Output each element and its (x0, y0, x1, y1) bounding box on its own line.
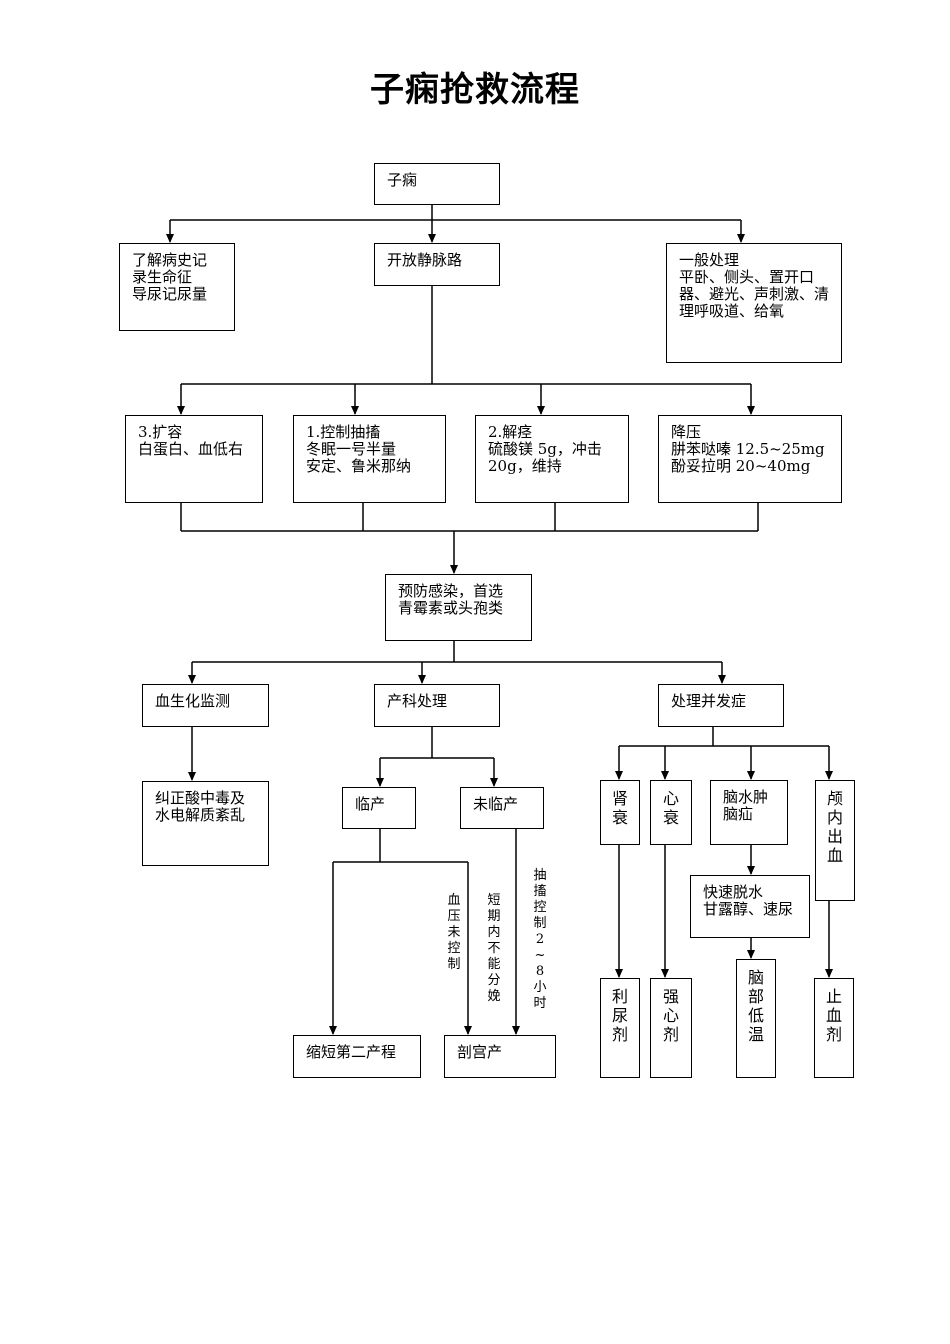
node-infection-prevention: 预防感染，首选 青霉素或头孢类 (385, 574, 532, 641)
node-heart-failure: 心衰 (650, 780, 692, 845)
node-intracranial-hemorrhage: 颅内出血 (815, 780, 855, 901)
edge-label-bp-uncontrolled: 血压未控制 (447, 893, 461, 972)
node-iv-access: 开放静脉路 (374, 243, 500, 286)
node-antispasm: 2.解痉 硫酸镁 5g，冲击 20g，维持 (475, 415, 629, 503)
node-hemostatic: 止血剂 (814, 978, 854, 1078)
edge-label-no-delivery: 短期内不能分娩 (487, 893, 501, 1004)
node-obstetric-management: 产科处理 (374, 684, 500, 727)
node-cerebral-edema: 脑水肿 脑疝 (710, 780, 788, 845)
node-cesarean: 剖宫产 (444, 1035, 556, 1078)
node-bp-lowering: 降压 肼苯哒嗪 12.5~25mg 酚妥拉明 20~40mg (658, 415, 842, 503)
node-renal-failure: 肾衰 (600, 780, 640, 845)
node-shorten-second-stage: 缩短第二产程 (293, 1035, 421, 1078)
node-cardiotonic: 强心剂 (650, 978, 692, 1078)
node-history: 了解病史记 录生命征 导尿记尿量 (119, 243, 235, 331)
node-eclampsia: 子痫 (374, 163, 500, 205)
node-brain-cooling: 脑部低温 (736, 959, 776, 1078)
node-in-labor: 临产 (342, 787, 416, 829)
node-biochem-monitoring: 血生化监测 (142, 684, 269, 727)
node-complications: 处理并发症 (658, 684, 784, 727)
node-rapid-dehydration: 快速脱水 甘露醇、速尿 (690, 875, 810, 938)
node-diuretic: 利尿剂 (600, 978, 640, 1078)
page-title: 子痫抢救流程 (370, 70, 580, 110)
node-acidosis-correction: 纠正酸中毒及 水电解质紊乱 (142, 781, 269, 866)
node-not-in-labor: 未临产 (460, 787, 544, 829)
node-general-care: 一般处理 平卧、侧头、置开口 器、避光、声刺激、清 理呼吸道、给氧 (666, 243, 842, 363)
node-seizure-control: 1.控制抽搐 冬眠一号半量 安定、鲁米那纳 (293, 415, 446, 503)
node-volume-expansion: 3.扩容 白蛋白、血低右 (125, 415, 263, 503)
edge-label-seizure-hours: 抽搐控制2~8小时 (533, 868, 547, 1011)
